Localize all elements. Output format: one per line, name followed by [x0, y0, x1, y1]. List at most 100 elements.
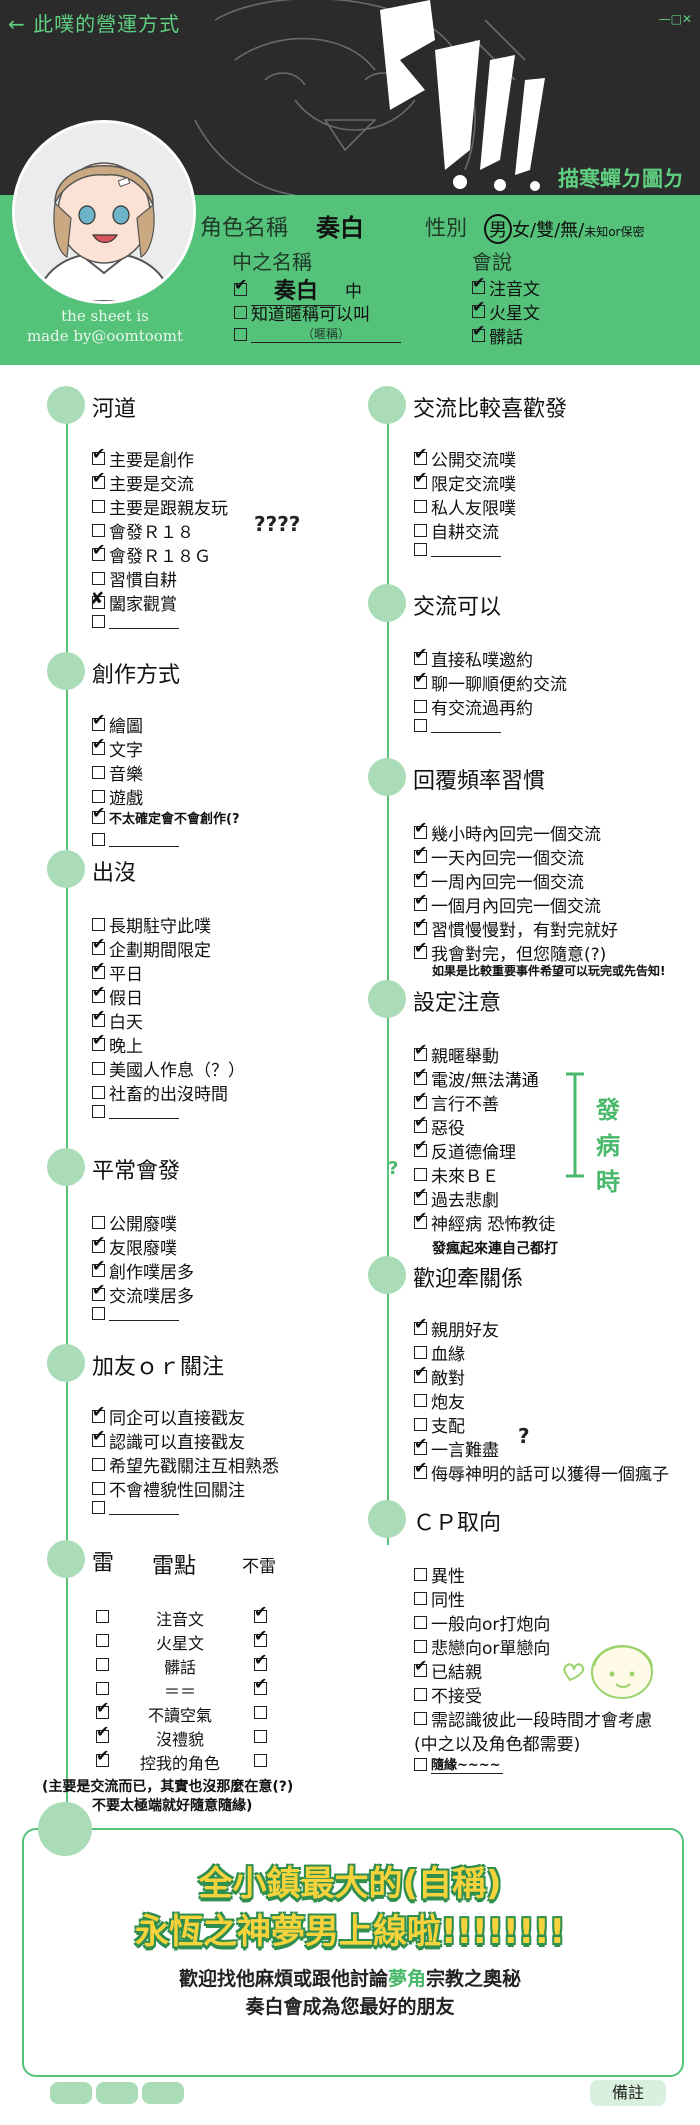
checkbox[interactable]: [414, 668, 427, 689]
checklist-item[interactable]: 一周內回完一個交流: [414, 866, 584, 893]
checklist-item[interactable]: 長期駐守此噗: [92, 912, 211, 937]
nickname-option-2[interactable]: 知道暱稱可以叫: [234, 300, 370, 325]
checkbox[interactable]: [414, 1112, 427, 1133]
checkbox[interactable]: [92, 1402, 105, 1423]
checklist-item[interactable]: 同性: [414, 1586, 465, 1611]
checkbox[interactable]: [92, 803, 105, 824]
checkbox[interactable]: [414, 1064, 427, 1085]
checklist-item[interactable]: 一言難盡: [414, 1434, 499, 1461]
checklist-item[interactable]: 自耕交流: [414, 518, 499, 543]
checkbox[interactable]: [92, 1216, 105, 1229]
checkbox[interactable]: [234, 306, 247, 319]
dislike-checkbox[interactable]: [96, 1722, 109, 1743]
checkbox[interactable]: [92, 1256, 105, 1277]
checklist-item[interactable]: [414, 542, 501, 557]
checkbox[interactable]: [92, 1086, 105, 1099]
checklist-item[interactable]: 平日: [92, 958, 143, 985]
checkbox[interactable]: [414, 1136, 427, 1157]
checkbox[interactable]: [92, 958, 105, 979]
checkbox[interactable]: [92, 918, 105, 931]
checklist-item[interactable]: 神經病 恐怖教徒: [414, 1208, 555, 1235]
checklist-item[interactable]: 公開廢噗: [92, 1210, 177, 1235]
checkbox[interactable]: [414, 719, 427, 732]
checklist-item[interactable]: 悲戀向or單戀向: [414, 1634, 550, 1659]
checklist-item[interactable]: 侮辱神明的話可以獲得一個瘋子: [414, 1458, 669, 1485]
checklist-item[interactable]: 幾小時內回完一個交流: [414, 818, 601, 845]
dislike-checkbox[interactable]: [96, 1746, 109, 1767]
checklist-item[interactable]: 主要是創作: [92, 444, 194, 471]
checkbox[interactable]: [414, 1757, 427, 1771]
checkbox[interactable]: [414, 1314, 427, 1335]
checklist-item[interactable]: 反道德倫理: [414, 1136, 516, 1163]
checklist-item[interactable]: 習慣自耕: [92, 566, 177, 591]
checkbox[interactable]: [414, 700, 427, 713]
checkbox[interactable]: [414, 524, 427, 537]
page-tab-2[interactable]: [96, 2082, 138, 2104]
gender-selected[interactable]: 男: [484, 214, 512, 244]
checklist-item[interactable]: 主要是交流: [92, 468, 194, 495]
checklist-item[interactable]: 企劃期間限定: [92, 934, 211, 961]
checkbox[interactable]: [414, 1418, 427, 1431]
checklist-item[interactable]: 隨緣~~~~: [414, 1754, 503, 1774]
ok-checkbox[interactable]: [254, 1730, 267, 1743]
checklist-item[interactable]: 已結親: [414, 1656, 482, 1683]
language-option[interactable]: 注音文: [472, 273, 540, 300]
checklist-item[interactable]: 公開交流噗: [414, 444, 516, 471]
checklist-item[interactable]: 友限廢噗: [92, 1232, 177, 1259]
dislike-checkbox[interactable]: [96, 1634, 109, 1647]
checkbox[interactable]: [92, 1482, 105, 1495]
checkbox[interactable]: [414, 938, 427, 959]
checkbox[interactable]: [92, 1232, 105, 1253]
nickname-option-3[interactable]: （暱稱）: [234, 325, 401, 343]
checklist-item[interactable]: 假日: [92, 982, 143, 1009]
page-tab-3[interactable]: [142, 2082, 184, 2104]
checkbox[interactable]: [414, 1616, 427, 1629]
checkbox[interactable]: [414, 1040, 427, 1061]
checklist-item[interactable]: 電波/無法溝通: [414, 1064, 539, 1091]
back-arrow-icon[interactable]: ←: [8, 12, 26, 36]
checkbox[interactable]: [414, 1434, 427, 1455]
checkbox[interactable]: [472, 321, 485, 342]
checkbox[interactable]: [414, 1568, 427, 1581]
checklist-item[interactable]: 闔家觀賞: [90, 589, 177, 615]
dislike-checkbox[interactable]: [96, 1658, 109, 1671]
ok-checkbox[interactable]: [254, 1626, 267, 1647]
checklist-item[interactable]: 我會對完，但您隨意(?): [414, 938, 606, 965]
checklist-item[interactable]: 炮友: [414, 1388, 465, 1413]
checkbox[interactable]: [414, 1346, 427, 1359]
checklist-item[interactable]: 過去悲劇: [414, 1184, 499, 1211]
checklist-item[interactable]: 美國人作息（？）: [92, 1056, 245, 1081]
checklist-item[interactable]: [92, 832, 179, 847]
checklist-item[interactable]: 白天: [92, 1006, 143, 1033]
checklist-item[interactable]: 不會禮貌性回關注: [92, 1476, 245, 1501]
checkbox[interactable]: [92, 1105, 105, 1118]
checklist-item[interactable]: 言行不善: [414, 1088, 499, 1115]
dislike-checkbox[interactable]: [96, 1698, 109, 1719]
checkbox[interactable]: [92, 1307, 105, 1320]
checkbox[interactable]: [414, 842, 427, 863]
checklist-item[interactable]: 同企可以直接戳友: [92, 1402, 245, 1429]
checkbox[interactable]: [92, 982, 105, 1003]
checklist-item[interactable]: [92, 614, 179, 629]
nickname-option-1[interactable]: 奏白 中: [234, 273, 362, 306]
checkbox[interactable]: [414, 1640, 427, 1653]
checkbox[interactable]: [92, 1030, 105, 1051]
checklist-item[interactable]: 支配: [414, 1412, 465, 1437]
checkbox[interactable]: [92, 468, 105, 489]
checklist-item[interactable]: [92, 1104, 179, 1119]
checkbox[interactable]: [414, 1592, 427, 1605]
checkbox[interactable]: [90, 589, 105, 609]
checkbox[interactable]: [92, 833, 105, 846]
checklist-item[interactable]: 會發Ｒ１８Ｇ: [92, 540, 211, 567]
checklist-item[interactable]: 血緣: [414, 1340, 465, 1365]
ok-checkbox[interactable]: [254, 1754, 267, 1767]
ok-checkbox[interactable]: [254, 1650, 267, 1671]
checklist-item[interactable]: 不接受: [414, 1682, 482, 1707]
note-button[interactable]: 備註: [590, 2080, 666, 2106]
checklist-item[interactable]: [414, 718, 501, 733]
checklist-item[interactable]: 音樂: [92, 760, 143, 785]
page-tab-1[interactable]: [50, 2082, 92, 2104]
checkbox[interactable]: [472, 297, 485, 318]
checkbox[interactable]: [414, 1712, 427, 1725]
checklist-item[interactable]: 敵對: [414, 1362, 465, 1389]
